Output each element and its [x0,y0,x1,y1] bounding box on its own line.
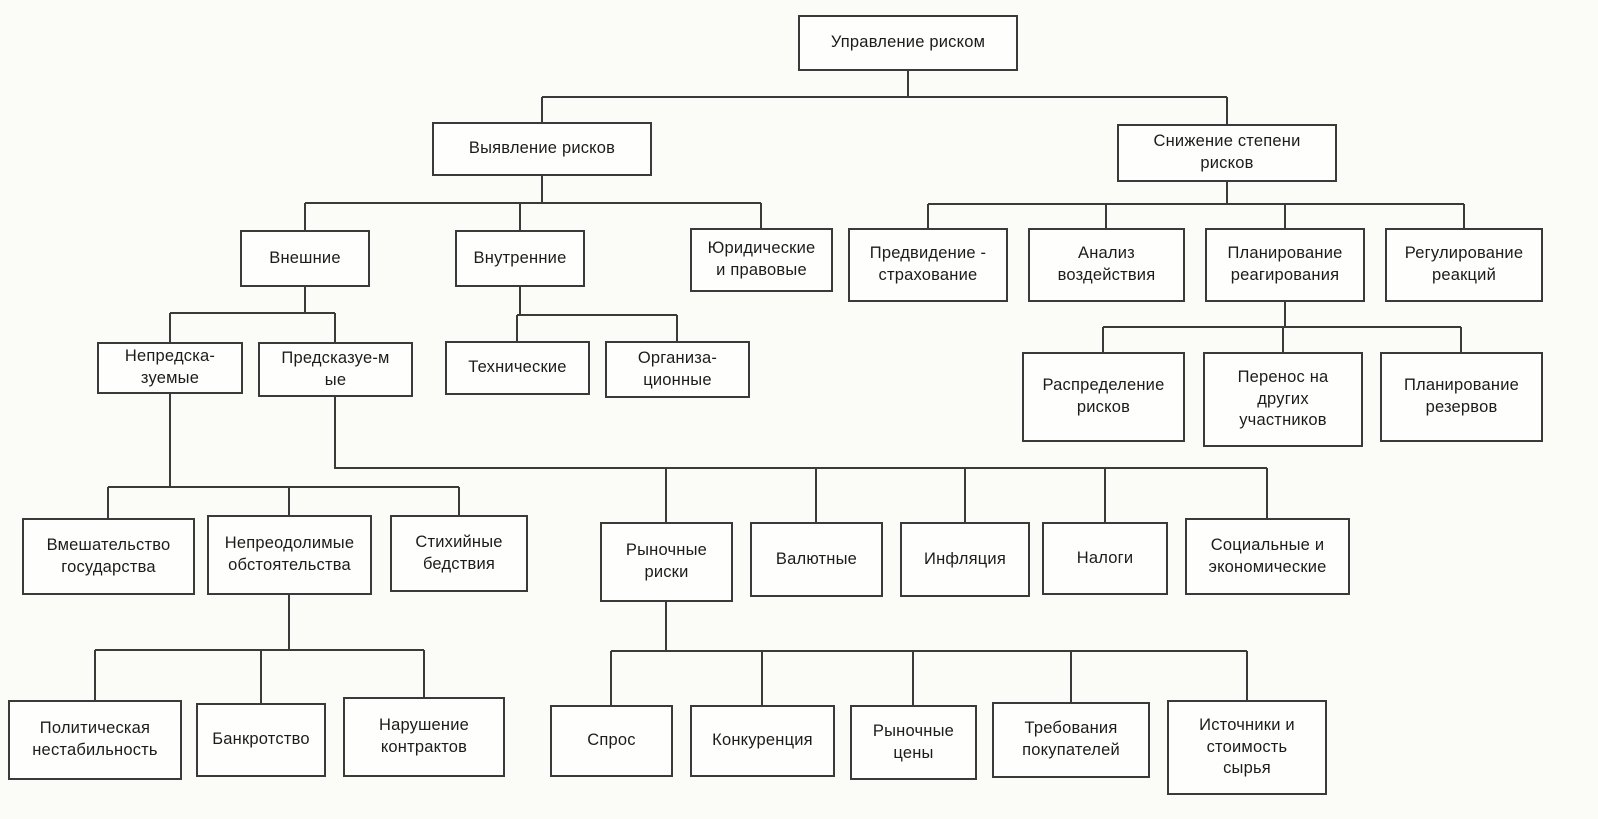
node-label: Технические [468,358,567,377]
node-istochniki-i-stoimost-syrya: Источники и стоимость сырья [1167,700,1327,795]
edges-rynochnye-riski [610,602,1248,705]
node-planirovanie-reagirovaniya: Планирование реагирования [1205,228,1365,302]
edges-vyyavlenie [304,176,762,230]
node-snizhenie-stepeni-riskov: Снижение степени рисков [1117,124,1337,182]
node-label: Предсказуе-м ые [281,348,390,389]
node-perenos-na-drugih-uchastnikov: Перенос на других участников [1203,352,1363,447]
node-vyyavlenie-riskov: Выявление рисков [432,122,652,176]
node-label: Внешние [269,248,341,267]
node-socialnye-i-ekonomicheskie: Социальные и экономические [1185,518,1350,595]
node-nalogi: Налоги [1042,522,1168,595]
edges-vnutrennie [516,287,678,341]
node-label: Юридические и правовые [707,239,816,279]
node-label: Рыночные цены [872,721,955,762]
node-label: Источники и стоимость сырья [1199,715,1295,778]
node-spros: Спрос [550,705,673,777]
node-tehnicheskie: Технические [445,341,590,395]
node-label: Стихийные бедствия [415,532,503,573]
node-inflyaciya: Инфляция [900,522,1030,597]
edges-predskazuemye [334,397,1268,522]
node-label: Валютные [775,549,858,568]
node-label: Нарушение контрактов [378,716,470,756]
node-label: Выявление рисков [468,139,616,158]
node-label: Рыночные риски [625,541,708,581]
node-label: Планирование реагирования [1227,244,1343,284]
node-label: Управление риском [830,33,986,52]
node-vnutrennie: Внутренние [455,230,585,287]
node-label: Распределение рисков [1042,376,1165,416]
node-upravlenie-riskom: Управление риском [798,15,1018,71]
node-label: Налоги [1076,548,1134,567]
edges-vneshnie [169,287,336,342]
node-label: Политическая нестабильность [32,719,158,759]
node-trebovaniya-pokupatelej: Требования покупателей [992,702,1150,778]
node-planirovanie-rezervov: Планирование резервов [1380,352,1543,442]
node-nepredskazuemye: Непредска- зуемые [97,342,243,394]
node-label: Перенос на других участников [1237,367,1329,430]
edges-planirovanie-reagirovaniya [1102,302,1462,352]
node-narushenie-kontraktov: Нарушение контрактов [343,697,505,777]
node-label: Социальные и экономические [1208,535,1327,576]
node-label: Требования покупателей [1022,719,1120,759]
node-label: Регулирование реакций [1404,244,1524,284]
edges-nepreodolimye [94,595,425,703]
edges-snizhenie [927,182,1465,228]
node-konkurenciya: Конкуренция [690,705,835,777]
node-label: Организа- ционные [637,348,718,389]
node-valyutnye: Валютные [750,522,883,597]
node-organizacionnye: Организа- ционные [605,341,750,398]
node-label: Вмешательство государства [46,535,171,576]
node-regulirovanie-reakcij: Регулирование реакций [1385,228,1543,302]
node-raspredelenie-riskov: Распределение рисков [1022,352,1185,442]
node-label: Инфляция [924,549,1006,568]
node-rynochnye-ceny: Рыночные цены [850,705,977,780]
node-label: Предвидение - страхование [869,244,987,284]
node-nepreodolimye-obstoyatelstva: Непреодолимые обстоятельства [207,515,372,595]
node-vmeshatelstvo-gosudarstva: Вмешательство государства [22,518,195,595]
node-rynochnye-riski: Рыночные риски [600,522,733,602]
node-predvidenie-strahovanie: Предвидение - страхование [848,228,1008,302]
node-stihijnye-bedstviya: Стихийные бедствия [390,515,528,592]
node-yuridicheskie-i-pravovye: Юридические и правовые [690,228,833,292]
node-label: Спрос [587,731,636,750]
node-label: Планирование резервов [1403,376,1519,416]
node-bankrotstvo: Банкротство [196,703,326,777]
node-predskazuemye: Предсказуе-м ые [258,342,413,397]
node-label: Конкуренция [712,731,813,750]
node-label: Анализ воздействия [1057,244,1156,284]
node-label: Непреодолимые обстоятельства [224,534,355,574]
node-politicheskaya-nestabilnost: Политическая нестабильность [8,700,182,780]
node-label: Внутренние [473,248,567,267]
edges-nepredskazuemye [107,394,460,518]
node-label: Непредска- зуемые [124,347,216,387]
node-analiz-vozdejstviya: Анализ воздействия [1028,228,1185,302]
edges-upravlenie [541,71,1228,124]
node-vneshnie: Внешние [240,230,370,287]
node-label: Банкротство [212,730,310,749]
node-label: Снижение степени рисков [1153,132,1301,172]
